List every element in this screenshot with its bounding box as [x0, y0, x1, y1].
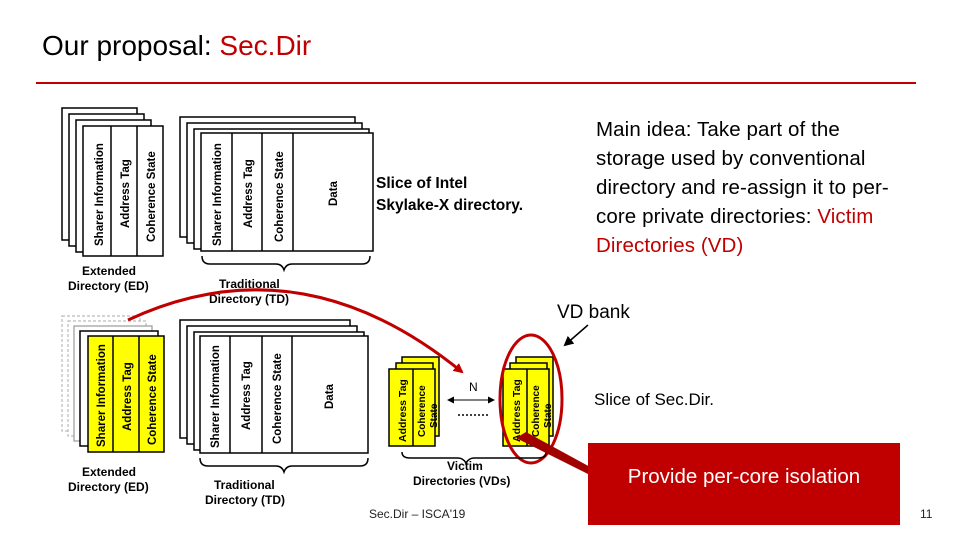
bottom-td-coherence-text: Coherence State: [272, 353, 284, 444]
title-accent: Sec.Dir: [219, 30, 312, 61]
bottom-ed-stack: Sharer Information Address Tag Coherence…: [61, 315, 165, 453]
vd-count-label: N: [469, 380, 478, 394]
isolation-callout-text: Provide per-core isolation: [627, 465, 861, 488]
vd-right-coherence-1: Coherence: [531, 385, 542, 437]
top-ed-coherence-text: Coherence State: [146, 151, 158, 242]
vd-bank-pointer: [563, 324, 589, 347]
main-idea-line-1: Main idea: Take part of the: [596, 118, 840, 141]
top-td-brace: [201, 255, 371, 273]
top-ed-label-2: Directory (ED): [68, 279, 149, 293]
callout-pointer: [516, 432, 592, 476]
bottom-td-tag-text: Address Tag: [241, 361, 253, 430]
bottom-ed-label-1: Extended: [82, 465, 136, 479]
bottom-ed-label-2: Directory (ED): [68, 480, 149, 494]
main-idea-line-3: directory and re-assign it to per-: [596, 176, 889, 199]
title-underline: [36, 82, 916, 84]
bottom-td-label-1: Traditional: [214, 478, 275, 492]
vd-label-1: Victim: [447, 459, 483, 473]
isolation-callout: Provide per-core isolation: [588, 443, 900, 525]
bottom-ed-coherence-text: Coherence State: [147, 354, 159, 445]
victim-directory-right: Address Tag Coherence State: [502, 356, 554, 447]
vd-label-2: Directories (VDs): [413, 474, 510, 488]
slide-title: Our proposal: Sec.Dir: [42, 30, 311, 62]
bottom-td-brace: [199, 457, 369, 475]
top-td-coherence-text: Coherence State: [274, 151, 286, 242]
main-idea-text: Main idea: Take part of the storage used…: [596, 115, 889, 260]
top-td-sharer-text: Sharer Information: [212, 143, 224, 246]
top-ed-sharer-text: Sharer Information: [94, 143, 106, 246]
victim-directory-left: Address Tag Coherence State: [388, 356, 440, 447]
bottom-td-label-2: Directory (TD): [205, 493, 285, 507]
main-idea-line-4-text: core private directories:: [596, 205, 818, 228]
slice-intel-line-1: Slice of Intel: [376, 175, 468, 192]
page-number: 11: [920, 507, 933, 521]
bottom-td-sharer-text: Sharer Information: [210, 345, 222, 448]
slice-intel-label: Slice of Intel Skylake-X directory.: [376, 173, 523, 217]
slice-secdir-label: Slice of Sec.Dir.: [594, 390, 714, 409]
top-td-label-1: Traditional: [219, 277, 280, 291]
title-prefix: Our proposal:: [42, 30, 220, 61]
vd-right-coherence-2: State: [543, 403, 554, 428]
main-idea-line-5: Directories (VD): [596, 234, 744, 257]
top-td-data-text: Data: [328, 180, 340, 206]
bottom-td-stack: Sharer Information Address Tag Coherence…: [179, 319, 369, 454]
vd-brace: [401, 451, 547, 465]
vd-bank-label: VD bank: [557, 302, 630, 323]
bottom-td-data-text: Data: [324, 383, 336, 409]
vd-right-tag-text: Address Tag: [511, 379, 523, 442]
top-ed-stack: Sharer Information Address Tag Coherence…: [61, 107, 164, 257]
top-td-tag-text: Address Tag: [243, 159, 255, 228]
main-idea-line-4-accent: Victim: [817, 205, 874, 228]
vd-left-coherence-2: State: [429, 403, 440, 428]
vd-left-coherence-1: Coherence: [417, 385, 428, 437]
top-ed-tag-text: Address Tag: [120, 159, 132, 228]
vd-left-tag-text: Address Tag: [397, 379, 409, 442]
vd-bank-highlight-ring: [498, 333, 564, 465]
main-idea-line-4: core private directories: Victim: [596, 202, 889, 231]
top-ed-label-1: Extended: [82, 264, 136, 278]
main-idea-line-2: storage used by conventional: [596, 147, 866, 170]
bottom-ed-sharer-text: Sharer Information: [96, 344, 108, 447]
slice-intel-line-2: Skylake-X directory.: [376, 197, 524, 214]
top-td-stack: Sharer Information Address Tag Coherence…: [179, 116, 374, 252]
top-td-label-2: Directory (TD): [209, 292, 289, 306]
reassign-arrow: [127, 288, 464, 374]
bottom-ed-tag-text: Address Tag: [122, 362, 134, 431]
footer-text: Sec.Dir – ISCA'19: [369, 507, 466, 521]
